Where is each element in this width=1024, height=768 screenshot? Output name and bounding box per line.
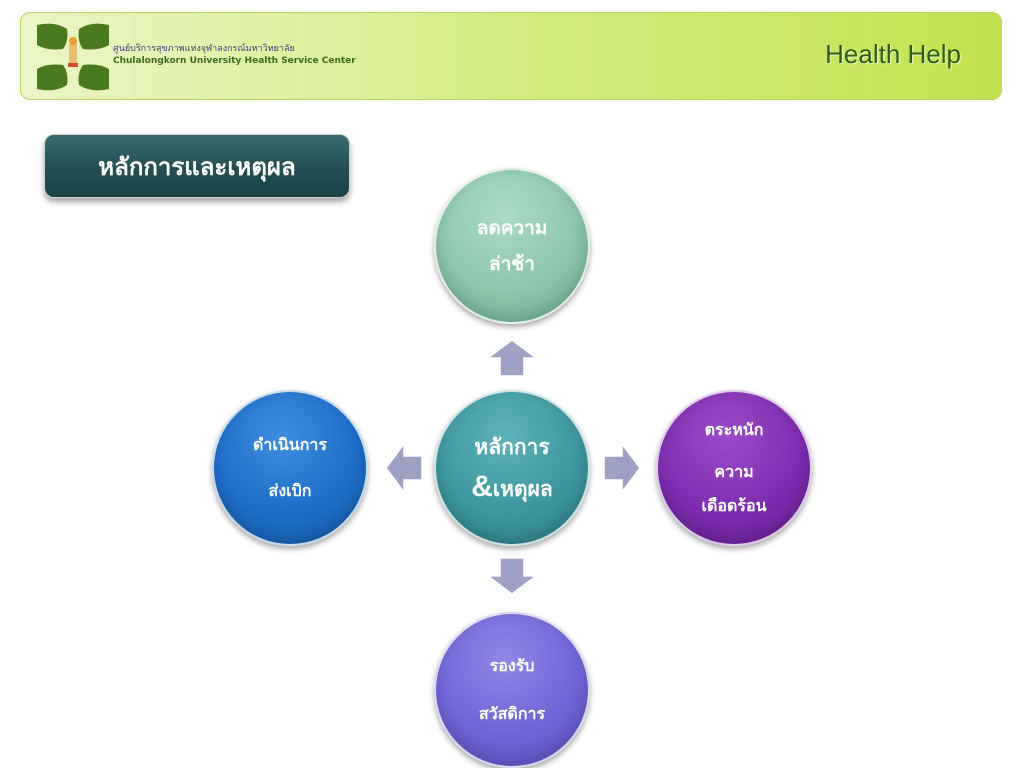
section-title: หลักการและเหตุผล — [44, 134, 350, 198]
arrow-right-icon — [603, 442, 641, 494]
node-label: ดำเนินการ — [253, 435, 327, 454]
node-label: รองรับ — [489, 656, 535, 675]
node-label: หลักการ — [474, 434, 550, 459]
node-process-reimbursement: ดำเนินการ ส่งเบิก — [212, 390, 368, 546]
node-label-line2: &เหตุผล — [471, 472, 553, 502]
organization-name-thai: ศูนย์บริการสุขภาพแห่งจุฬาลงกรณ์มหาวิทยาล… — [113, 44, 295, 54]
node-support-welfare: รองรับ สวัสดิการ — [434, 612, 590, 768]
node-reduce-delay: ลดความ ล่าช้า — [434, 168, 590, 324]
arrow-down-icon — [486, 557, 538, 595]
node-label: ลดความ — [476, 217, 548, 239]
ampersand: & — [471, 470, 493, 503]
arrow-left-icon — [385, 442, 423, 494]
header-banner: ศูนย์บริการสุขภาพแห่งจุฬาลงกรณ์มหาวิทยาล… — [20, 12, 1002, 100]
node-label: เหตุผล — [492, 476, 553, 501]
node-label: เดือดร้อน — [701, 496, 767, 515]
node-label: สวัสดิการ — [478, 704, 546, 723]
node-principles-and-reasons: หลักการ &เหตุผล — [434, 390, 590, 546]
node-label: ล่าช้า — [489, 253, 535, 275]
arrow-up-icon — [486, 339, 538, 377]
node-aware-of-hardship: ตระหนัก ความ เดือดร้อน — [656, 390, 812, 546]
app-title: Health Help — [825, 39, 961, 69]
node-label: ความ — [714, 462, 754, 481]
node-label: ส่งเบิก — [268, 481, 312, 500]
health-center-logo-icon — [37, 23, 109, 91]
organization-name: ศูนย์บริการสุขภาพแห่งจุฬาลงกรณ์มหาวิทยาล… — [113, 43, 356, 67]
node-label: ตระหนัก — [704, 420, 764, 439]
organization-name-english: Chulalongkorn University Health Service … — [113, 56, 356, 66]
